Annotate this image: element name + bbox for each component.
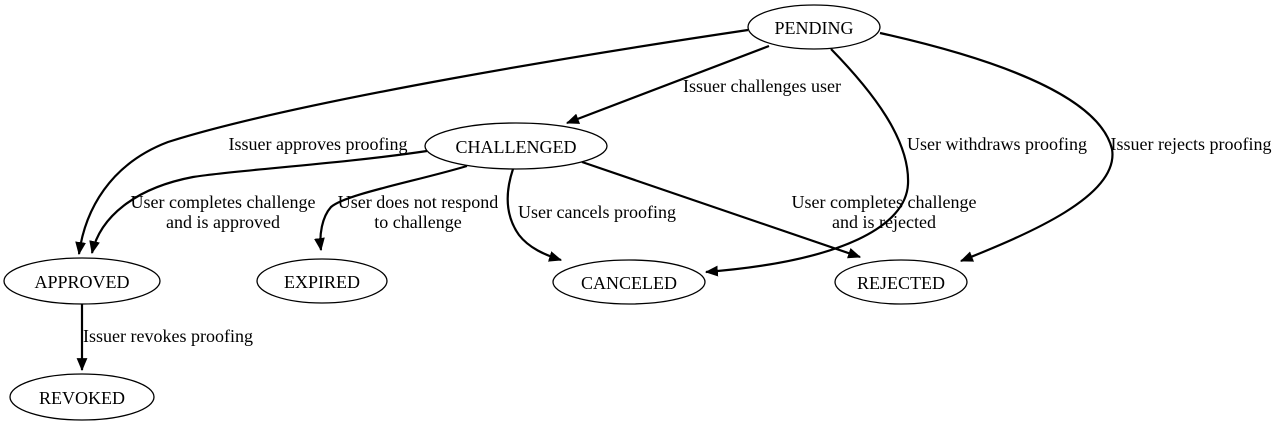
node-group: PENDING CHALLENGED APPROVED EXPIRED CANC… bbox=[3, 4, 968, 421]
node-approved-label: APPROVED bbox=[34, 272, 129, 292]
edge-challenged-canceled bbox=[506, 168, 563, 262]
node-rejected-label: REJECTED bbox=[857, 273, 945, 293]
node-canceled: CANCELED bbox=[552, 259, 706, 305]
edge-challenged-rejected bbox=[581, 160, 862, 259]
edge-label-user-cancels-proofing: User cancels proofing bbox=[518, 202, 676, 222]
edge-label-group: Issuer challenges user Issuer approves p… bbox=[83, 76, 1271, 346]
edge-pending-rejected bbox=[879, 31, 1114, 263]
node-challenged: CHALLENGED bbox=[424, 122, 608, 170]
node-approved: APPROVED bbox=[3, 257, 161, 305]
edge-challenged-approved bbox=[89, 149, 428, 255]
node-canceled-label: CANCELED bbox=[581, 273, 677, 293]
edge-label-no-respond-line1: User does not respond bbox=[338, 192, 498, 212]
node-expired: EXPIRED bbox=[256, 258, 388, 304]
node-pending-ellipse bbox=[747, 4, 881, 50]
node-rejected: REJECTED bbox=[834, 259, 968, 305]
node-pending: PENDING bbox=[747, 4, 881, 50]
node-canceled-ellipse bbox=[552, 259, 706, 305]
node-rejected-ellipse bbox=[834, 259, 968, 305]
edge-label-completes-rejected-line1: User completes challenge bbox=[792, 192, 977, 212]
node-challenged-ellipse bbox=[424, 122, 608, 170]
node-expired-ellipse bbox=[256, 258, 388, 304]
edge-pending-canceled bbox=[704, 48, 910, 277]
edge-label-user-withdraws-proofing: User withdraws proofing bbox=[907, 134, 1087, 154]
edge-label-issuer-challenges-user: Issuer challenges user bbox=[683, 76, 841, 96]
edge-label-issuer-rejects-proofing: Issuer rejects proofing bbox=[1111, 134, 1272, 154]
node-expired-label: EXPIRED bbox=[284, 272, 360, 292]
node-revoked: REVOKED bbox=[9, 373, 155, 421]
edge-group bbox=[75, 28, 1114, 372]
node-pending-label: PENDING bbox=[775, 18, 854, 38]
node-revoked-label: REVOKED bbox=[39, 388, 125, 408]
edge-label-no-respond-line2: to challenge bbox=[374, 212, 461, 232]
node-revoked-ellipse bbox=[9, 373, 155, 421]
edge-pending-challenged bbox=[565, 44, 770, 125]
edge-pending-approved bbox=[75, 28, 749, 256]
edge-label-issuer-revokes-proofing: Issuer revokes proofing bbox=[83, 326, 253, 346]
edge-label-issuer-approves-proofing: Issuer approves proofing bbox=[229, 134, 408, 154]
edge-challenged-expired bbox=[314, 164, 468, 252]
edge-label-completes-rejected-line2: and is rejected bbox=[832, 212, 936, 232]
edge-label-completes-approved-line2: and is approved bbox=[166, 212, 280, 232]
node-challenged-label: CHALLENGED bbox=[456, 137, 577, 157]
edge-label-completes-approved-line1: User completes challenge bbox=[131, 192, 316, 212]
node-approved-ellipse bbox=[3, 257, 161, 305]
